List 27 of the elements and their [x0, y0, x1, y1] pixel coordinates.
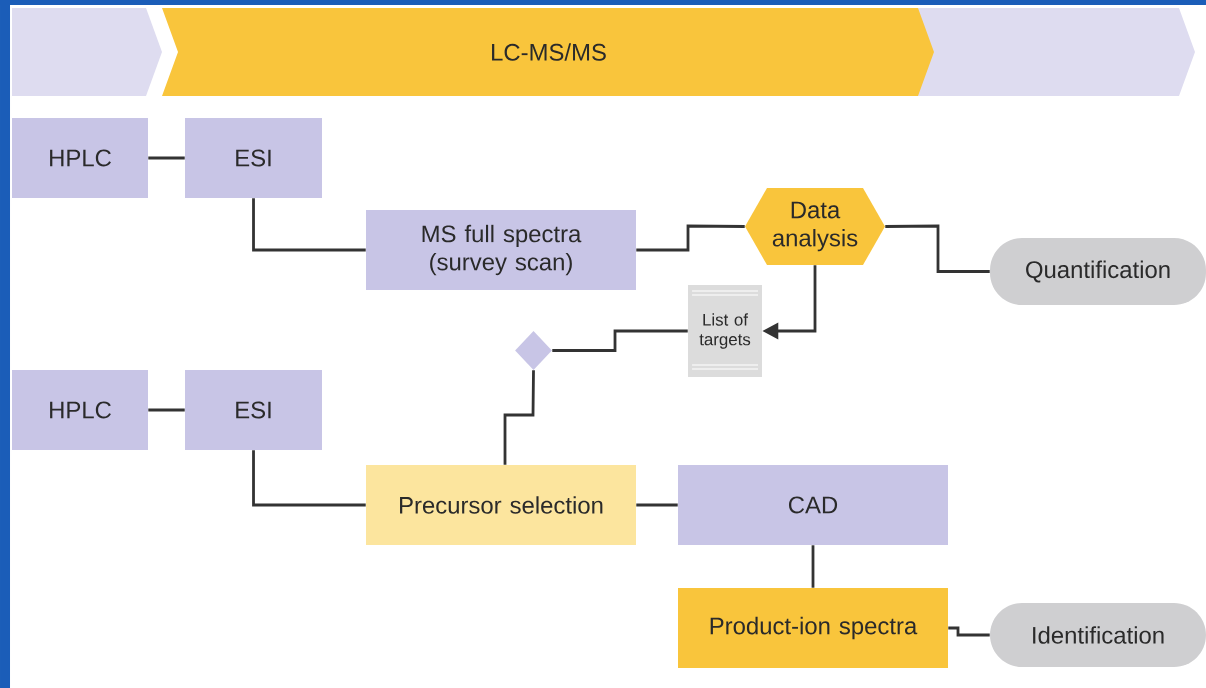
- diamond-node: [515, 331, 552, 370]
- hexagon-node: Data analysis: [745, 188, 885, 265]
- stage-band: [918, 8, 1195, 96]
- connector-line: [252, 198, 366, 252]
- connector-line: [252, 450, 366, 507]
- process-box: HPLC: [12, 118, 148, 198]
- connector-line: [636, 503, 678, 507]
- document-node: List of targets: [688, 285, 762, 377]
- connector-line: [811, 545, 815, 588]
- connector-line: [503, 370, 535, 465]
- process-box: ESI: [185, 370, 322, 450]
- result-pill: Identification: [990, 603, 1206, 667]
- connector-line: [552, 329, 688, 352]
- connector-line: [885, 224, 990, 273]
- connector-line: [636, 224, 745, 252]
- connector-line: [948, 626, 990, 637]
- result-pill: Quantification: [990, 238, 1206, 305]
- connector-line: [148, 408, 185, 412]
- process-box: HPLC: [12, 370, 148, 450]
- process-box: Precursor selection: [366, 465, 636, 545]
- connector-line: [148, 156, 185, 160]
- stage-band: [12, 8, 162, 96]
- process-box: CAD: [678, 465, 948, 545]
- process-box: ESI: [185, 118, 322, 198]
- stage-band: LC-MS/MS: [162, 8, 935, 96]
- process-box: MS full spectra (survey scan): [366, 210, 636, 290]
- process-box: Product-ion spectra: [678, 588, 948, 668]
